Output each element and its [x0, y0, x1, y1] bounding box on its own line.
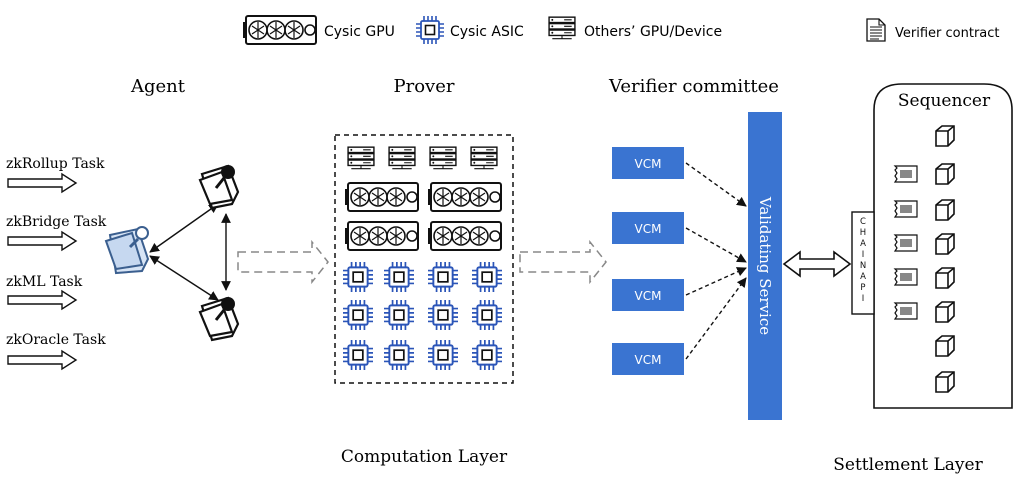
task-arrow — [7, 349, 78, 371]
server-icon — [470, 146, 498, 170]
gpu-icon — [344, 221, 419, 251]
vcm-node[interactable]: VCM — [612, 147, 684, 179]
asic-icon — [416, 16, 444, 44]
gpu-icon — [242, 15, 317, 45]
asic-icon — [343, 300, 373, 330]
prover-servers — [347, 146, 498, 170]
contract-icon — [894, 200, 918, 218]
asic-icon — [384, 262, 414, 292]
contract-icon — [894, 234, 918, 252]
agent-node-icon — [198, 163, 240, 210]
vcm-list: VCM VCM VCM VCM — [612, 147, 684, 375]
vcm-connectors — [685, 162, 747, 360]
task-arrow — [7, 289, 78, 311]
task-label: zkML Task — [6, 274, 83, 290]
prover-asics — [343, 262, 502, 370]
asic-icon — [428, 340, 458, 370]
vcm-box — [612, 147, 684, 179]
computation-layer-label: Computation Layer — [341, 447, 508, 467]
server-icon — [429, 146, 457, 170]
task-arrow — [7, 230, 78, 252]
block-icon — [935, 301, 955, 323]
task-label: zkOracle Task — [6, 332, 106, 348]
chain-api-box — [851, 211, 875, 315]
vcm-box — [612, 212, 684, 244]
agent-main-icon — [104, 225, 150, 275]
contract-icon — [894, 302, 918, 320]
vcm-node[interactable]: VCM — [612, 343, 684, 375]
legend-gpu-label: Cysic GPU — [324, 24, 395, 40]
asic-icon — [428, 262, 458, 292]
asic-icon — [384, 340, 414, 370]
block-icon — [935, 163, 955, 185]
block-icon — [935, 335, 955, 357]
validating-service-bar — [748, 112, 782, 420]
flow-arrow — [237, 239, 329, 285]
asic-icon — [472, 262, 502, 292]
vcm-box — [612, 279, 684, 311]
contract-icon — [894, 165, 918, 183]
document-icon — [866, 18, 886, 42]
asic-icon — [343, 340, 373, 370]
asic-icon — [472, 300, 502, 330]
task-label: zkBridge Task — [6, 214, 107, 230]
legend: Cysic GPU Cysic ASIC Others’ GPU/Device … — [242, 15, 1000, 45]
contract-icon — [894, 268, 918, 286]
validating-service[interactable]: Validating Service — [748, 112, 782, 420]
gpu-icon — [344, 182, 419, 212]
asic-icon — [428, 300, 458, 330]
vcm-label: VCM — [635, 289, 662, 303]
settlement-layer-label: Settlement Layer — [833, 455, 983, 475]
block-icon — [935, 233, 955, 255]
prover-cluster-box — [334, 134, 514, 384]
verifier-title: Verifier committee — [608, 76, 779, 97]
task-list: zkRollup Task zkBridge Task zkML Task zk… — [6, 156, 107, 371]
flow-arrow — [519, 239, 607, 285]
prover-gpus — [344, 182, 502, 251]
legend-contract-label: Verifier contract — [895, 26, 1000, 41]
block-icon — [935, 371, 955, 393]
agent-title: Agent — [130, 76, 186, 97]
agent-network — [104, 163, 240, 342]
gpu-icon — [427, 182, 502, 212]
asic-icon — [343, 262, 373, 292]
asic-icon — [472, 340, 502, 370]
vcm-node[interactable]: VCM — [612, 279, 684, 311]
task-label: zkRollup Task — [6, 156, 105, 172]
server-icon — [388, 146, 416, 170]
vcm-label: VCM — [635, 353, 662, 367]
block-icon — [935, 267, 955, 289]
block-icon — [935, 199, 955, 221]
vcm-box — [612, 343, 684, 375]
task-arrow — [7, 172, 78, 194]
sequencer-title: Sequencer — [898, 91, 991, 111]
agent-node-icon — [198, 295, 240, 342]
double-arrow — [782, 250, 852, 278]
validating-service-label: Validating Service — [756, 196, 774, 335]
server-icon — [347, 146, 375, 170]
legend-asic-label: Cysic ASIC — [450, 24, 524, 40]
vcm-label: VCM — [635, 222, 662, 236]
legend-others-label: Others’ GPU/Device — [584, 24, 722, 40]
block-icon — [935, 125, 955, 147]
gpu-icon — [427, 221, 502, 251]
vcm-node[interactable]: VCM — [612, 212, 684, 244]
prover-title: Prover — [394, 76, 455, 97]
asic-icon — [384, 300, 414, 330]
vcm-label: VCM — [635, 157, 662, 171]
server-icon — [548, 16, 576, 40]
